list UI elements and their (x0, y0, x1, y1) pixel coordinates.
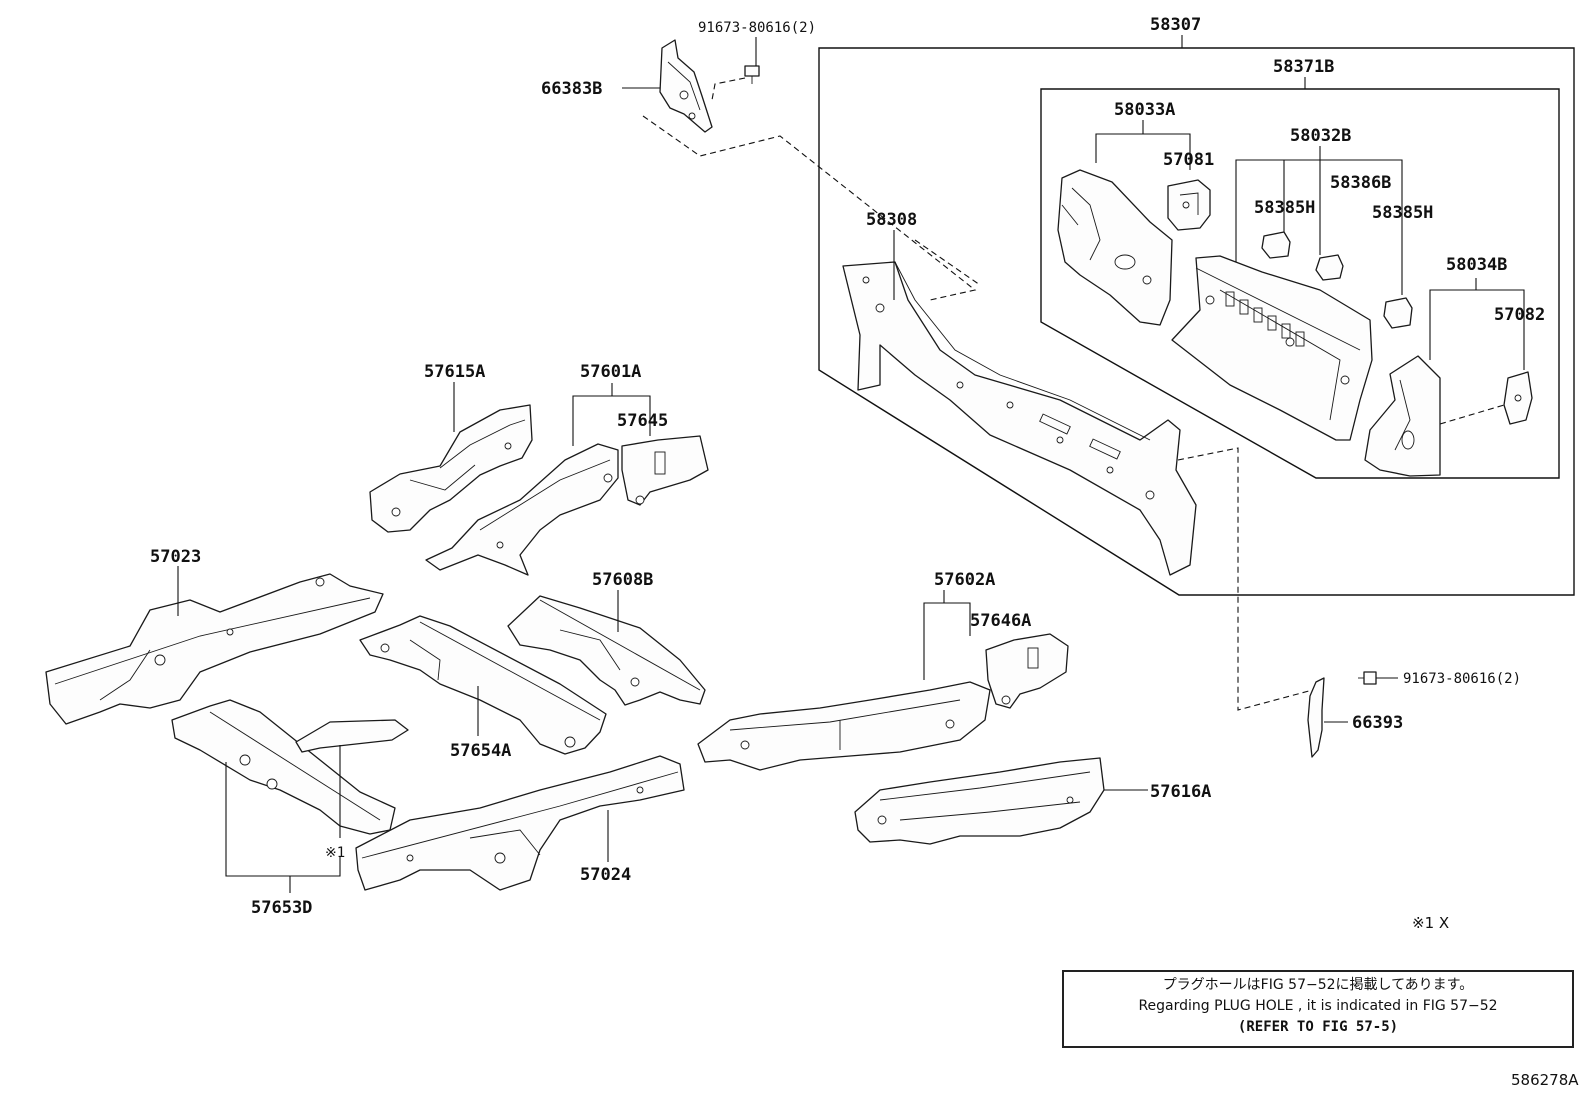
label-58385H-left: 58385H (1254, 198, 1315, 218)
part-57608B[interactable] (507, 595, 706, 706)
part-57645[interactable] (621, 435, 709, 506)
label-57023: 57023 (150, 547, 201, 567)
note-line-jp: プラグホールはFIG 57−52に掲載してあります。 (1162, 977, 1474, 993)
label-mark1: ※1 (325, 845, 345, 861)
label-57082: 57082 (1494, 305, 1545, 325)
part-58385H-left[interactable] (1261, 231, 1291, 259)
part-57023[interactable] (45, 573, 384, 725)
label-91673-right: 91673-80616(2) (1403, 671, 1521, 687)
note-line-ref: (REFER TO FIG 57-5) (1237, 1019, 1399, 1035)
plug-hole-note: プラグホールはFIG 57−52に掲載してあります。 Regarding PLU… (1062, 970, 1574, 1048)
part-66393[interactable] (1307, 677, 1325, 758)
footnote: ※1 X (1412, 914, 1450, 932)
label-58033A: 58033A (1114, 100, 1175, 120)
label-58385H-right: 58385H (1372, 203, 1433, 223)
part-66383B[interactable] (659, 39, 713, 133)
part-58386B[interactable] (1315, 254, 1344, 281)
part-58033A[interactable] (1057, 169, 1173, 326)
label-66393: 66393 (1352, 713, 1403, 733)
part-58034B[interactable] (1364, 355, 1441, 477)
part-mark1-plate[interactable] (295, 719, 409, 753)
label-58308: 58308 (866, 210, 917, 230)
part-57602A[interactable] (697, 681, 991, 771)
part-57646A[interactable] (985, 633, 1069, 709)
part-58308[interactable] (842, 261, 1197, 576)
label-66383B: 66383B (541, 79, 602, 99)
label-58034B: 58034B (1446, 255, 1507, 275)
note-line-en: Regarding PLUG HOLE , it is indicated in… (1138, 998, 1498, 1014)
label-91673-top: 91673-80616(2) (698, 20, 816, 36)
label-57653D: 57653D (251, 898, 312, 918)
part-58032B[interactable] (1171, 255, 1373, 441)
part-57082[interactable] (1503, 371, 1533, 425)
label-57602A: 57602A (934, 570, 995, 590)
part-57654A[interactable] (359, 615, 607, 755)
part-57653D[interactable] (171, 699, 396, 835)
label-58371B: 58371B (1273, 57, 1334, 77)
label-58032B: 58032B (1290, 126, 1351, 146)
assembly-frame-58307 (818, 47, 1575, 596)
figure-code: 586278A (1511, 1071, 1579, 1089)
bolt-91673-right[interactable] (1358, 671, 1377, 685)
part-57601A[interactable] (425, 443, 619, 576)
label-57646A: 57646A (970, 611, 1031, 631)
label-57601A: 57601A (580, 362, 641, 382)
label-57654A: 57654A (450, 741, 511, 761)
label-57616A: 57616A (1150, 782, 1211, 802)
part-57615A[interactable] (369, 404, 533, 533)
label-58307: 58307 (1150, 15, 1201, 35)
assembly-frame-58371B (1040, 88, 1560, 479)
label-57608B: 57608B (592, 570, 653, 590)
part-57616A[interactable] (854, 757, 1105, 845)
part-57081[interactable] (1167, 179, 1211, 231)
part-58385H-right[interactable] (1383, 297, 1413, 329)
label-57024: 57024 (580, 865, 631, 885)
part-57024[interactable] (355, 755, 685, 891)
label-57081: 57081 (1163, 150, 1214, 170)
label-58386B: 58386B (1330, 173, 1391, 193)
bolt-91673-top[interactable] (744, 65, 760, 84)
label-57615A: 57615A (424, 362, 485, 382)
label-57645: 57645 (617, 411, 668, 431)
